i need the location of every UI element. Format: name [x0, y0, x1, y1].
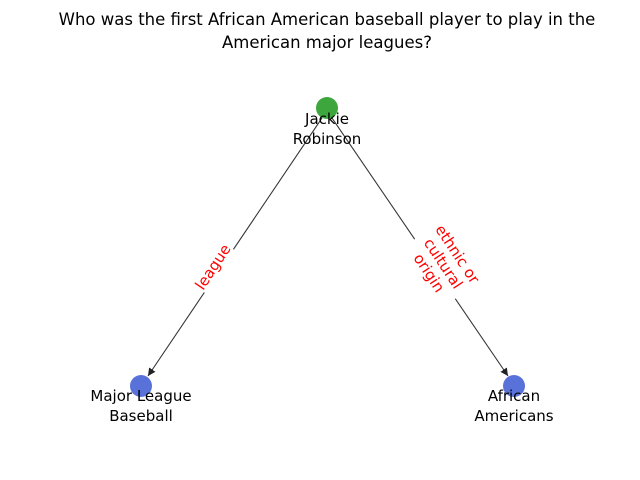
node-jackie-robinson-label-line-1: Jackie [304, 110, 349, 128]
node-jackie-robinson-label-line-2: Robinson [293, 130, 362, 148]
question-title-line-1: Who was the first African American baseb… [59, 10, 596, 29]
node-african-americans-label-line-1: African [488, 387, 540, 405]
edge-label-ethnic-origin-background [400, 217, 488, 309]
question-title-line-2: American major leagues? [222, 33, 432, 52]
node-jackie-robinson: Jackie Robinson [293, 97, 362, 148]
node-african-americans: African Americans [474, 375, 554, 425]
node-major-league-baseball-label-line-2: Baseball [109, 407, 173, 425]
node-major-league-baseball-label-line-1: Major League [90, 387, 191, 405]
edge-league [147, 117, 323, 377]
edge-label-league-background [189, 239, 237, 295]
edge-label-ethnic-origin: ethnic or cultural origin [400, 217, 488, 309]
node-african-americans-circle [503, 375, 525, 397]
edge-label-league: league [189, 239, 237, 295]
node-african-americans-label-line-2: Americans [474, 407, 553, 425]
node-major-league-baseball: Major League Baseball [90, 375, 192, 425]
node-major-league-baseball-circle [130, 375, 152, 397]
node-jackie-robinson-circle [316, 97, 338, 119]
